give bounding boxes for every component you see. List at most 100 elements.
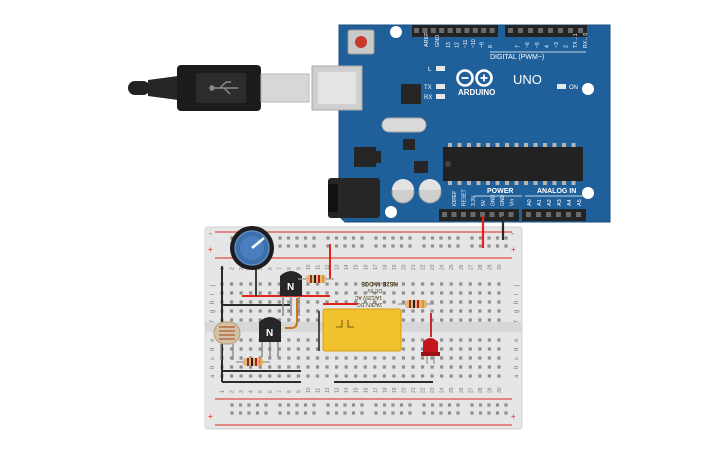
breadboard-hole[interactable] bbox=[268, 291, 272, 295]
breadboard-hole[interactable] bbox=[325, 300, 329, 304]
header-pin-hole[interactable] bbox=[528, 28, 533, 33]
rail-hole[interactable] bbox=[382, 236, 387, 240]
transistor-q1[interactable]: N bbox=[280, 271, 302, 316]
breadboard-hole[interactable] bbox=[229, 365, 234, 369]
breadboard-hole[interactable] bbox=[249, 338, 253, 342]
breadboard-hole[interactable] bbox=[258, 347, 262, 351]
breadboard-hole[interactable] bbox=[487, 374, 491, 378]
breadboard-hole[interactable] bbox=[478, 338, 482, 342]
breadboard-hole[interactable] bbox=[258, 374, 262, 378]
breadboard-hole[interactable] bbox=[373, 365, 377, 369]
breadboard-hole[interactable] bbox=[373, 374, 377, 378]
rail-hole[interactable] bbox=[351, 411, 356, 415]
rail-hole[interactable] bbox=[430, 244, 435, 248]
breadboard-hole[interactable] bbox=[430, 291, 434, 295]
breadboard-hole[interactable] bbox=[363, 291, 367, 295]
header-pin-hole[interactable] bbox=[481, 28, 487, 33]
header-pin-hole[interactable] bbox=[456, 28, 461, 33]
rail-hole[interactable] bbox=[399, 411, 404, 415]
rail-hole[interactable] bbox=[447, 244, 452, 248]
breadboard-hole[interactable] bbox=[401, 282, 406, 286]
header-pin-hole[interactable] bbox=[499, 212, 504, 217]
breadboard-hole[interactable] bbox=[449, 338, 453, 342]
rail-hole[interactable] bbox=[286, 411, 291, 415]
breadboard-hole[interactable] bbox=[411, 374, 415, 378]
rail-hole[interactable] bbox=[430, 403, 435, 407]
header-pin-hole[interactable] bbox=[430, 28, 436, 33]
breadboard-hole[interactable] bbox=[449, 318, 453, 322]
breadboard-hole[interactable] bbox=[401, 356, 406, 360]
breadboard-hole[interactable] bbox=[420, 374, 425, 378]
rail-hole[interactable] bbox=[456, 244, 460, 248]
breadboard-hole[interactable] bbox=[497, 300, 501, 304]
breadboard-hole[interactable] bbox=[468, 338, 472, 342]
breadboard-hole[interactable] bbox=[468, 347, 472, 351]
breadboard-hole[interactable] bbox=[468, 374, 472, 378]
breadboard-hole[interactable] bbox=[306, 374, 310, 378]
breadboard-hole[interactable] bbox=[392, 356, 396, 360]
breadboard-hole[interactable] bbox=[430, 374, 434, 378]
breadboard-hole[interactable] bbox=[287, 347, 291, 351]
rail-hole[interactable] bbox=[295, 403, 299, 407]
breadboard-hole[interactable] bbox=[468, 318, 472, 322]
breadboard-hole[interactable] bbox=[268, 365, 272, 369]
breadboard-hole[interactable] bbox=[229, 300, 234, 304]
rail-hole[interactable] bbox=[422, 236, 426, 240]
header-pin-hole[interactable] bbox=[422, 28, 428, 33]
breadboard-hole[interactable] bbox=[478, 356, 482, 360]
rail-hole[interactable] bbox=[495, 244, 500, 248]
breadboard-hole[interactable] bbox=[258, 309, 262, 313]
breadboard-hole[interactable] bbox=[277, 374, 281, 378]
rail-hole[interactable] bbox=[303, 411, 308, 415]
rail-hole[interactable] bbox=[439, 236, 443, 240]
rail-hole[interactable] bbox=[391, 411, 395, 415]
breadboard-hole[interactable] bbox=[487, 347, 491, 351]
breadboard-hole[interactable] bbox=[363, 365, 367, 369]
breadboard-hole[interactable] bbox=[258, 291, 262, 295]
breadboard-hole[interactable] bbox=[306, 356, 310, 360]
rail-hole[interactable] bbox=[238, 411, 243, 415]
breadboard-hole[interactable] bbox=[287, 356, 291, 360]
breadboard-hole[interactable] bbox=[468, 282, 472, 286]
breadboard-hole[interactable] bbox=[440, 318, 444, 322]
breadboard-hole[interactable] bbox=[354, 365, 358, 369]
rail-hole[interactable] bbox=[439, 411, 443, 415]
breadboard-hole[interactable] bbox=[249, 374, 253, 378]
breadboard-hole[interactable] bbox=[344, 291, 348, 295]
breadboard-hole[interactable] bbox=[459, 365, 463, 369]
breadboard-hole[interactable] bbox=[306, 347, 310, 351]
breadboard-hole[interactable] bbox=[277, 356, 281, 360]
breadboard-hole[interactable] bbox=[315, 365, 320, 369]
rail-hole[interactable] bbox=[478, 411, 483, 415]
rail-hole[interactable] bbox=[430, 236, 435, 240]
rail-hole[interactable] bbox=[391, 236, 395, 240]
breadboard-hole[interactable] bbox=[468, 365, 472, 369]
rail-hole[interactable] bbox=[470, 411, 474, 415]
breadboard-hole[interactable] bbox=[440, 282, 444, 286]
rail-hole[interactable] bbox=[295, 236, 299, 240]
rail-hole[interactable] bbox=[343, 411, 347, 415]
breadboard-hole[interactable] bbox=[315, 338, 320, 342]
breadboard-hole[interactable] bbox=[249, 318, 253, 322]
breadboard-hole[interactable] bbox=[411, 356, 415, 360]
rail-hole[interactable] bbox=[303, 244, 308, 248]
rail-hole[interactable] bbox=[478, 403, 483, 407]
rail-hole[interactable] bbox=[374, 244, 378, 248]
rail-hole[interactable] bbox=[351, 236, 356, 240]
breadboard-hole[interactable] bbox=[239, 338, 243, 342]
rail-hole[interactable] bbox=[230, 411, 234, 415]
header-pin-hole[interactable] bbox=[526, 212, 531, 217]
breadboard-hole[interactable] bbox=[411, 282, 415, 286]
rail-hole[interactable] bbox=[238, 403, 243, 407]
rail-hole[interactable] bbox=[343, 236, 347, 240]
rail-hole[interactable] bbox=[478, 244, 483, 248]
breadboard-hole[interactable] bbox=[440, 356, 444, 360]
header-pin-hole[interactable] bbox=[439, 28, 445, 33]
rail-hole[interactable] bbox=[487, 236, 491, 240]
breadboard-hole[interactable] bbox=[459, 309, 463, 313]
breadboard-hole[interactable] bbox=[229, 374, 234, 378]
breadboard-hole[interactable] bbox=[306, 300, 310, 304]
breadboard-hole[interactable] bbox=[239, 282, 243, 286]
header-pin-hole[interactable] bbox=[447, 28, 453, 33]
breadboard-hole[interactable] bbox=[440, 300, 444, 304]
